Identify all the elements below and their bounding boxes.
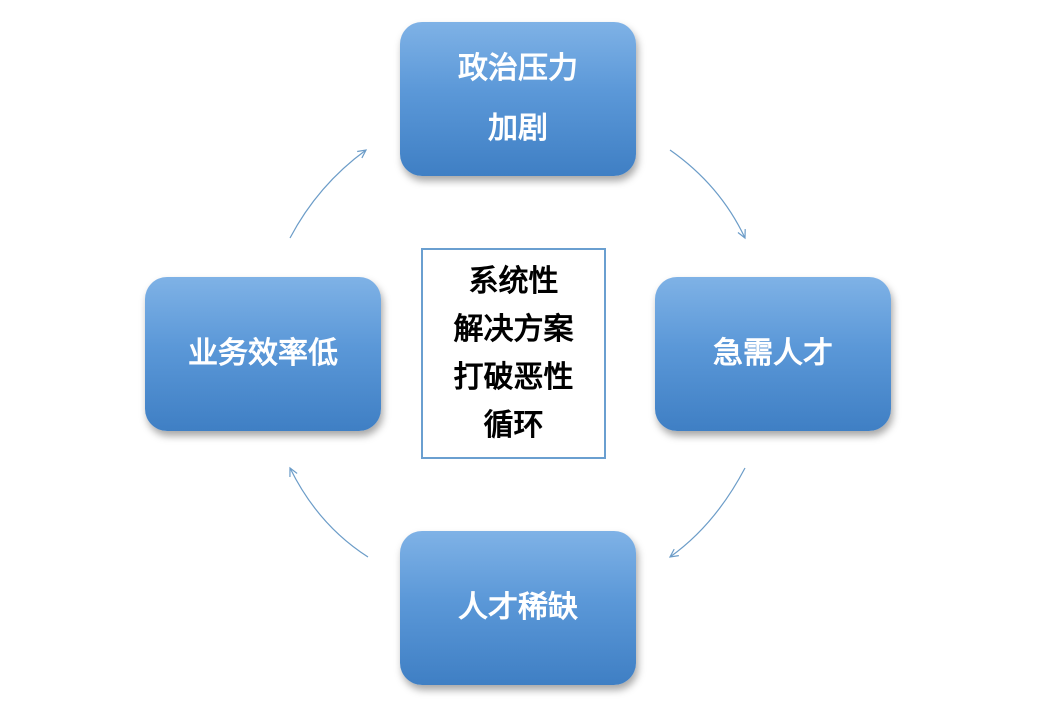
node-talent-shortage: 人才稀缺 bbox=[400, 531, 636, 685]
node-urgent-talent-need: 急需人才 bbox=[655, 277, 891, 431]
node-label-line: 政治压力 bbox=[458, 51, 578, 86]
node-label-line: 加剧 bbox=[488, 111, 548, 146]
center-label-line: 循环 bbox=[483, 407, 544, 443]
arrow-left-to-top bbox=[289, 149, 368, 239]
node-low-efficiency: 业务效率低 bbox=[145, 277, 381, 431]
arrow-top-to-right bbox=[669, 149, 746, 240]
center-label-line: 系统性 bbox=[468, 263, 559, 299]
center-label-line: 解决方案 bbox=[453, 311, 574, 347]
node-label-line: 业务效率低 bbox=[188, 336, 338, 371]
node-political-pressure: 政治压力 加剧 bbox=[400, 22, 636, 176]
center-label-line: 打破恶性 bbox=[453, 359, 574, 395]
arrow-right-to-bottom bbox=[668, 467, 746, 558]
node-label-line: 人才稀缺 bbox=[458, 590, 578, 625]
node-label-line: 急需人才 bbox=[713, 336, 833, 371]
center-solution-box: 系统性 解决方案 打破恶性 循环 bbox=[421, 248, 606, 459]
arrow-bottom-to-left bbox=[289, 466, 369, 558]
